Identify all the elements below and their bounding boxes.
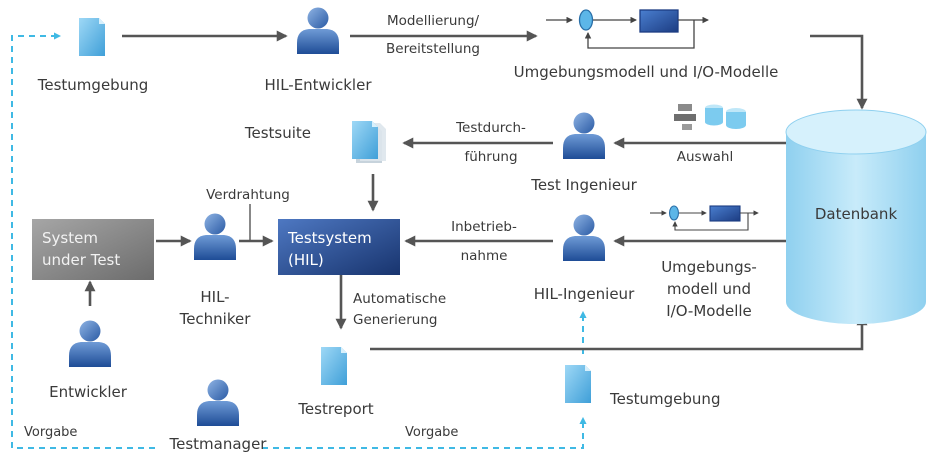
testreport-label: Testreport [297, 400, 373, 418]
testmanager-label: Testmanager [169, 435, 268, 453]
vorgabe-left-dashed-arrow [11, 32, 155, 449]
testumgebung-top-document-icon [79, 18, 105, 56]
automatische-label-line2: Generierung [353, 312, 437, 328]
testsystem-label-line2: (HIL) [288, 251, 324, 269]
hil-ingenieur-person-icon [563, 214, 605, 261]
umgebungsmodell-mid-label-line3: I/O-Modelle [666, 302, 752, 320]
test-ingenieur-person-icon [563, 112, 605, 159]
testsuite-label: Testsuite [244, 124, 311, 142]
testumgebung-top-label: Testumgebung [37, 76, 148, 94]
testumgebung-bottom-label: Testumgebung [609, 390, 720, 408]
datenbank-label: Datenbank [815, 205, 898, 223]
testreport-document-icon [321, 347, 347, 385]
hil-techniker-person-icon [194, 213, 236, 260]
testmanager-person-icon [197, 379, 239, 426]
system-under-test-box: System under Test [32, 219, 154, 280]
vorgabe-right-dashed-arrow [262, 416, 587, 449]
testsystem-label-line1: Testsystem [287, 229, 372, 247]
verdrahtung-label: Verdrahtung [206, 187, 290, 203]
arrow-testreport-to-datenbank [370, 314, 868, 351]
arrow-umgebungsmodell-to-datenbank [810, 34, 868, 110]
vorgabe-dashed-lines [11, 32, 587, 449]
sut-label-line2: under Test [42, 251, 120, 269]
test-ingenieur-label: Test Ingenieur [530, 176, 637, 194]
datenbank-cylinder: Datenbank [785, 109, 927, 324]
umgebungsmodell-small-block-diagram-icon [650, 205, 759, 231]
hil-entwickler-person-icon [297, 7, 339, 54]
umgebungsmodell-block-diagram-icon [546, 9, 709, 49]
hil-techniker-label-line1: HIL- [200, 288, 229, 306]
entwickler-person-icon [69, 320, 111, 367]
auswahl-label: Auswahl [677, 149, 733, 165]
testdurchfuehrung-label-line2: führung [464, 149, 517, 165]
testdurchfuehrung-label-line1: Testdurch- [455, 120, 526, 136]
testsuite-document-stack-icon [352, 121, 386, 163]
modellierung-label-line2: Bereitstellung [386, 41, 480, 57]
inbetriebnahme-label-line2: nahme [461, 248, 508, 264]
vorgabe-left-label: Vorgabe [24, 425, 77, 440]
inbetriebnahme-label-line1: Inbetrieb- [451, 219, 517, 235]
hil-ingenieur-label: HIL-Ingenieur [534, 285, 635, 303]
umgebungsmodell-mid-label-line2: modell und [667, 280, 751, 298]
sut-label-line1: System [42, 229, 98, 247]
database-selection-icon [674, 104, 746, 130]
modellierung-label-line1: Modellierung/ [387, 13, 480, 29]
vorgabe-right-label: Vorgabe [405, 425, 458, 440]
testumgebung-bottom-document-icon [565, 365, 591, 403]
umgebungsmodell-mid-label-line1: Umgebungs- [661, 258, 757, 276]
umgebungsmodell-top-label: Umgebungsmodell und I/O-Modelle [514, 63, 779, 81]
testsystem-hil-box: Testsystem (HIL) [278, 219, 400, 275]
hil-techniker-label-line2: Techniker [179, 310, 252, 328]
automatische-label-line1: Automatische [353, 291, 446, 307]
solid-arrows [84, 30, 868, 351]
hil-entwickler-label: HIL-Entwickler [264, 76, 372, 94]
entwickler-label: Entwickler [49, 383, 128, 401]
